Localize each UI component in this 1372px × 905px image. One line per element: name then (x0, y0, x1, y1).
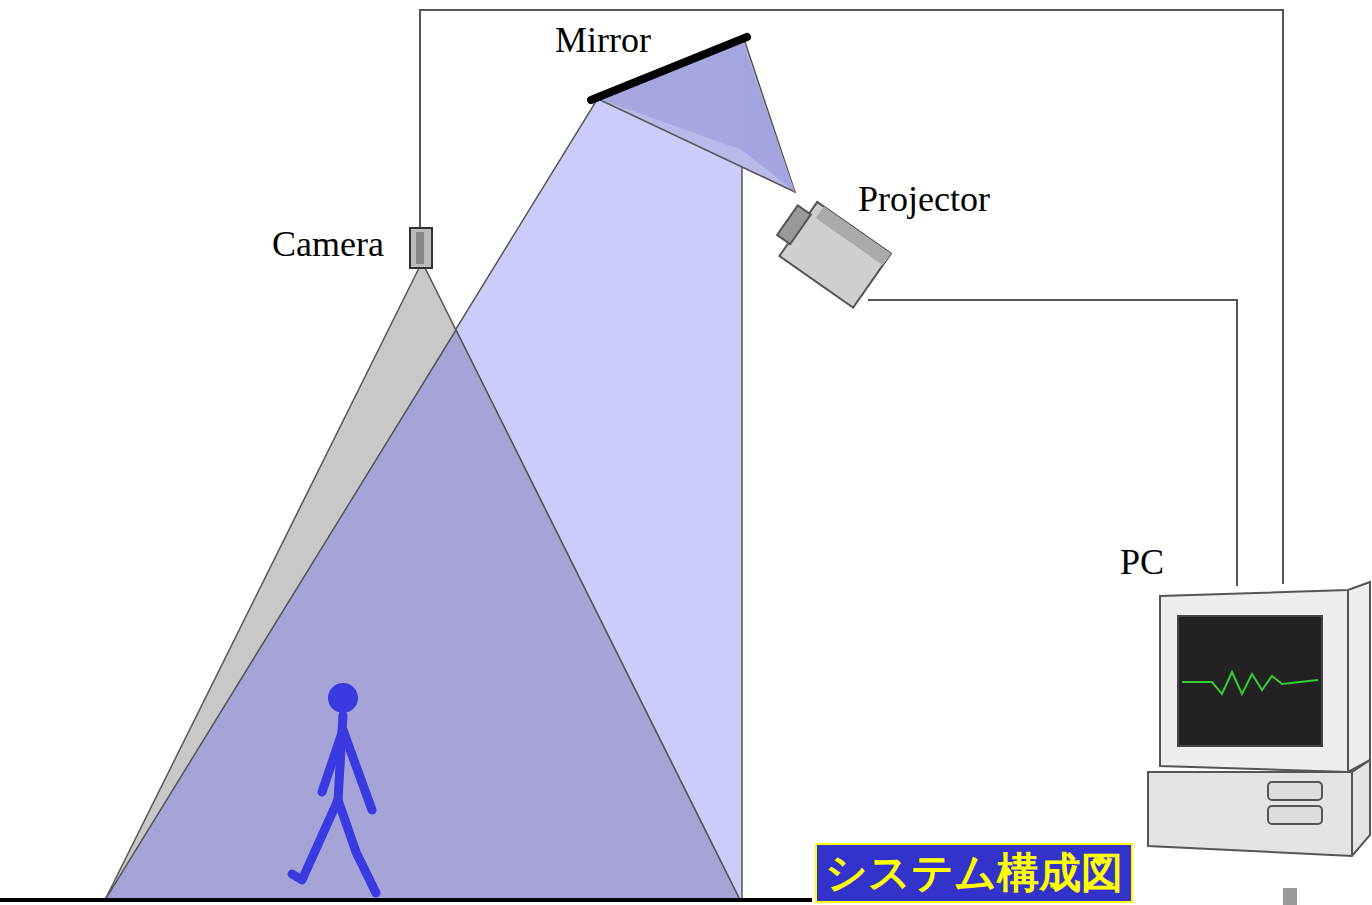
person-head (328, 683, 358, 713)
caption-box: システム構成図 (815, 843, 1133, 903)
part-label: Projector (858, 181, 990, 217)
pc (1148, 582, 1370, 856)
beam-overlap (742, 40, 795, 192)
part-label: Mirror (555, 22, 651, 58)
tab-mark (1283, 888, 1297, 905)
caption-text: システム構成図 (825, 849, 1123, 897)
pc-base-edge (1351, 772, 1353, 856)
waveform (1182, 672, 1318, 694)
person-arm (343, 730, 372, 810)
monitor-edge (1347, 590, 1349, 772)
floor (0, 898, 812, 902)
overlap-region (105, 330, 740, 900)
part-label: PC (1120, 544, 1164, 580)
walking-person (292, 683, 376, 893)
person-leg (338, 800, 376, 893)
projector-cable (868, 300, 1237, 586)
person-arm (322, 730, 343, 792)
camera (410, 228, 432, 268)
person-leg (292, 800, 338, 880)
monitor-screen (1178, 616, 1322, 746)
pc-monitor (1160, 582, 1370, 772)
camera-detail (416, 232, 424, 264)
camera-view-cone (105, 262, 740, 900)
drive-slot (1268, 782, 1322, 800)
drive-slot (1268, 806, 1322, 824)
pc-base (1148, 760, 1370, 856)
part-label: Camera (272, 226, 384, 262)
projection-beam (105, 40, 742, 900)
projector-lens (777, 205, 811, 244)
